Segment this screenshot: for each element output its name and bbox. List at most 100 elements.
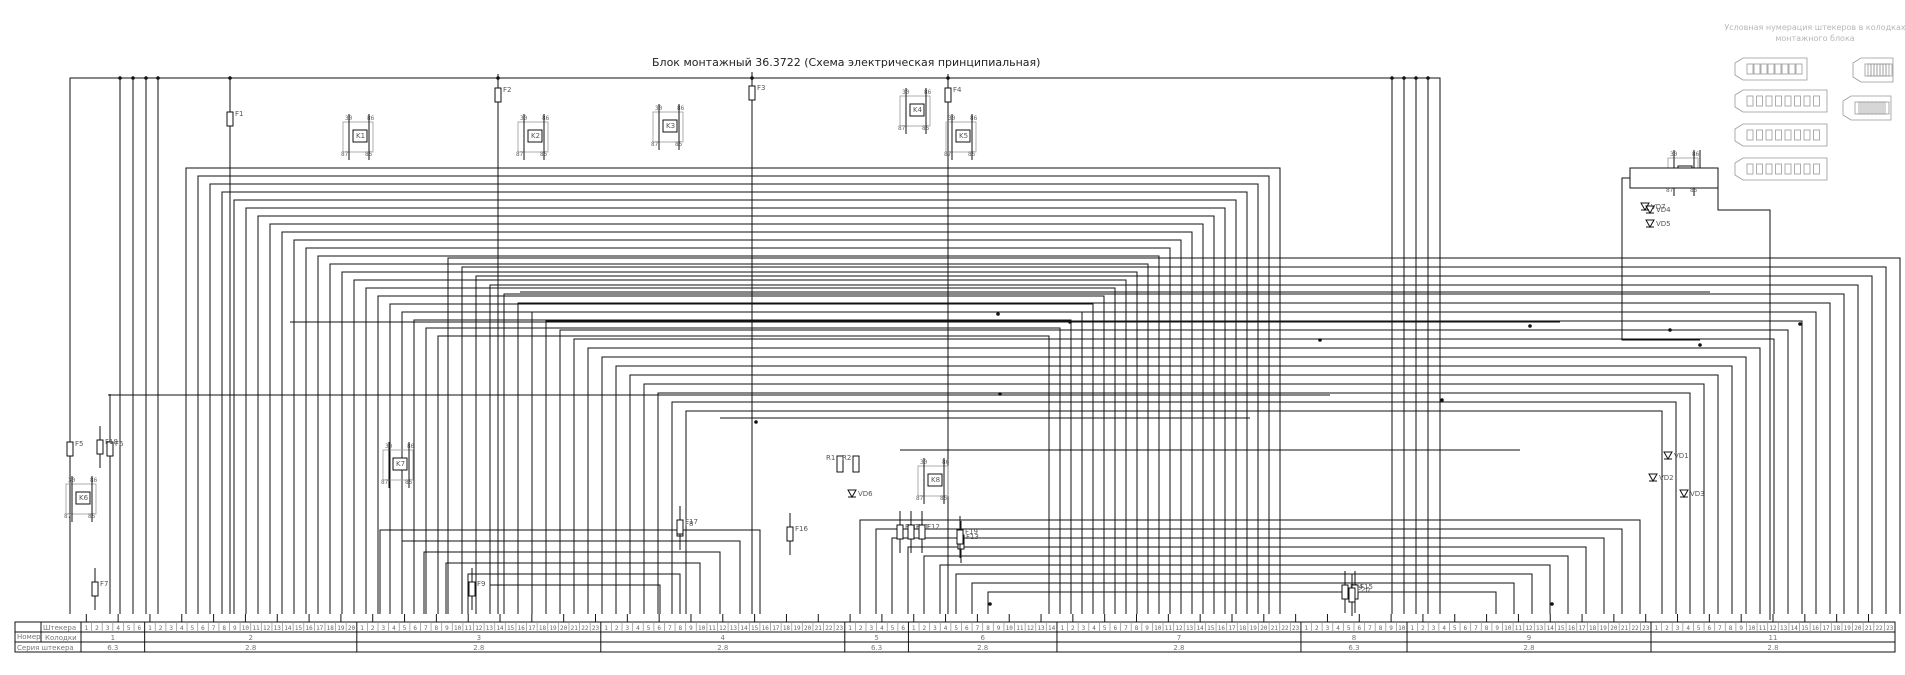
pin-number: 3 xyxy=(869,625,873,632)
pin-number: 22 xyxy=(1631,625,1639,632)
wire xyxy=(475,275,1873,614)
relay-pin-label: 86 xyxy=(407,443,415,450)
pin-number: 19 xyxy=(1600,625,1608,632)
pin-number: 5 xyxy=(1697,625,1701,632)
pin-number: 2 xyxy=(1315,625,1319,632)
diode-label: VD4 xyxy=(1656,206,1671,214)
pin-number: 1 xyxy=(1411,625,1415,632)
pin-number: 4 xyxy=(116,625,120,632)
pin-number: 5 xyxy=(647,625,651,632)
junction-dot xyxy=(1550,602,1554,606)
junction-dot xyxy=(996,312,1000,316)
pin-number: 4 xyxy=(392,625,396,632)
legend-pin xyxy=(1746,163,1754,175)
pin-number: 5 xyxy=(403,625,407,632)
junction-dot xyxy=(144,76,148,80)
relay-frame xyxy=(382,449,414,481)
wire xyxy=(209,183,1259,614)
pin-number: 10 xyxy=(1006,625,1014,632)
wire xyxy=(341,271,1138,614)
relay-coil xyxy=(909,103,925,117)
junction-dot xyxy=(1390,76,1394,80)
pin-number: 17 xyxy=(316,625,324,632)
relay-pin-label: 86 xyxy=(970,115,978,122)
fuse: F3 xyxy=(748,72,765,114)
junction-dot xyxy=(1440,398,1444,402)
pin-number: 22 xyxy=(581,625,589,632)
wire xyxy=(489,584,661,614)
fuse-label: F20 xyxy=(1357,586,1370,594)
relay-label: K1 xyxy=(356,132,365,140)
wire xyxy=(69,77,1441,614)
legend-pin xyxy=(1756,163,1763,175)
pin-number: 13 xyxy=(1536,625,1544,632)
relay-pin-label: 87 xyxy=(1666,187,1674,194)
pin-number: 7 xyxy=(976,625,980,632)
fuse: F6 xyxy=(106,428,124,470)
diode-label: VD7 xyxy=(1651,203,1666,211)
relay-label: K4 xyxy=(913,106,923,114)
pin-number: 8 xyxy=(1485,625,1489,632)
wire xyxy=(317,255,1160,614)
pin-number: 3 xyxy=(1082,625,1086,632)
fuse-body xyxy=(786,526,794,542)
relay-frame xyxy=(517,121,549,153)
legend-pin xyxy=(1784,129,1792,141)
pin-number: 10 xyxy=(454,625,462,632)
legend-pin xyxy=(1765,163,1773,175)
wire xyxy=(657,392,1691,614)
block-number: 8 xyxy=(1352,634,1356,642)
diode: VD5 xyxy=(1645,219,1671,229)
wire xyxy=(939,564,1551,614)
pin-number: 15 xyxy=(1207,625,1215,632)
relay-pin-label: 86 xyxy=(367,115,375,122)
pin-number: 12 xyxy=(1769,625,1777,632)
connector-note-line1: Условная нумерация штекеров в колодках xyxy=(1724,23,1905,32)
pin-number: 1 xyxy=(848,625,852,632)
pin-number: 19 xyxy=(549,625,557,632)
wire xyxy=(467,573,681,614)
wire xyxy=(425,327,1061,614)
pin-number: 8 xyxy=(679,625,683,632)
pin-number: 9 xyxy=(1495,625,1499,632)
pin-number: 9 xyxy=(689,625,693,632)
fuse-body xyxy=(676,519,684,535)
pin-number: 1 xyxy=(1060,625,1064,632)
pin-number: 18 xyxy=(1589,625,1597,632)
pin-number: 23 xyxy=(836,625,844,632)
fuse-body xyxy=(468,581,476,597)
pin-number: 22 xyxy=(1875,625,1883,632)
block-number: 11 xyxy=(1769,634,1778,642)
legend-pin xyxy=(1803,163,1811,175)
legend-pin xyxy=(1813,95,1820,107)
pin-number: 5 xyxy=(891,625,895,632)
pin-number: 9 xyxy=(1739,625,1743,632)
fuse-body xyxy=(956,529,964,545)
fuse: F2 xyxy=(494,74,511,116)
junction-dot xyxy=(131,76,135,80)
legend-pin xyxy=(1767,63,1775,75)
pin-number: 7 xyxy=(1474,625,1478,632)
fuse-body xyxy=(907,524,915,540)
diode: VD3 xyxy=(1679,489,1705,499)
legend-pin xyxy=(1803,129,1811,141)
pin-number: 15 xyxy=(751,625,759,632)
legend-pin xyxy=(1760,63,1768,75)
pin-number: 7 xyxy=(1124,625,1128,632)
block-number: 7 xyxy=(1177,634,1181,642)
pin-number: 3 xyxy=(382,625,386,632)
relay-label: K6 xyxy=(79,494,89,502)
resistor-body xyxy=(836,455,844,473)
wire xyxy=(377,295,1105,614)
pin-number: 4 xyxy=(180,625,184,632)
relay-label: K2 xyxy=(531,132,540,140)
junction-dot xyxy=(1318,338,1322,342)
pin-number: 4 xyxy=(636,625,640,632)
fuse: F17 xyxy=(676,506,698,548)
wire xyxy=(353,279,1127,614)
pin-number: 14 xyxy=(284,625,292,632)
